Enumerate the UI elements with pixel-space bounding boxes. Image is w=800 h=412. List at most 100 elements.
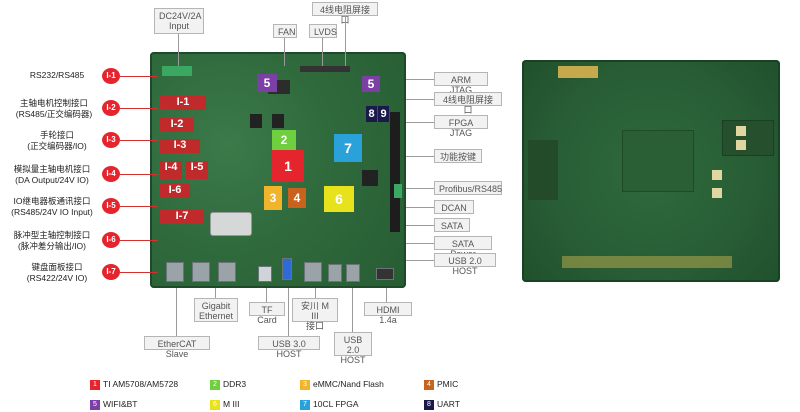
legend-swatch: 1 [90,379,100,390]
usb3-port [282,258,292,280]
callout-tf-card: TF Card [249,302,285,325]
left-label-i7: 键盘面板接口 (RS422/24V IO) [26,262,88,283]
leader-line [406,243,434,244]
callout-usb2-host-right: USB 2.0 HOST [434,253,496,276]
chip-soc: 1 [272,150,304,182]
power-terminal [162,66,192,76]
chip-emmc: 3 [264,186,282,210]
callout-usb3-host: USB 3.0 HOST [258,336,320,359]
back-pins [562,256,732,268]
back-copper [622,130,694,192]
leader-line [176,288,177,336]
legend-label: DDR3 [223,379,247,389]
leader-line [120,76,158,77]
leader-line [120,108,158,109]
profibus-terminal [394,184,402,198]
callout-arm-jtag: ARM JTAG [434,72,488,95]
callout-m3-port: 安川 M III 接口 [292,298,338,331]
chip-wifi-bt-2: 5 [362,76,380,92]
legend-swatch: 5 [90,399,100,410]
callout-sata: SATA [434,218,470,232]
leader-line [406,188,434,189]
m3-ethernet-port [304,262,322,282]
ic-small [250,114,262,128]
legend-label: eMMC/Nand Flash [313,379,384,389]
callout-dcan: DCAN [434,200,474,214]
leader-line [178,34,179,66]
legend-swatch: 3 [300,379,310,390]
legend-label: 10CL FPGA [313,399,359,409]
leader-line [352,288,353,332]
ethernet-port [218,262,236,282]
legend-label: PMIC [437,379,459,389]
leader-line [386,288,387,302]
left-label-i3: 手轮接口 (正交编码器/IO) [27,130,87,151]
leader-line [120,272,158,273]
leader-line [284,38,285,66]
callout-gigabit: Gigabit Ethernet [194,298,238,322]
hdmi-port [376,268,394,280]
back-pad [736,140,746,150]
chip-wifi-bt: 5 [257,74,277,92]
callout-dc-input: DC24V/2A Input [154,8,204,34]
badge-i4: I-4 [102,166,120,182]
tf-port [258,266,272,282]
connector-i3: I-3 [160,139,200,153]
badge-i5: I-5 [102,198,120,214]
usb2-port [346,264,360,282]
leader-line [406,79,434,80]
callout-hdmi: HDMI 1.4a [364,302,412,325]
chip-uart-9: 9 [378,106,389,122]
chip-ddr3: 2 [272,130,296,150]
back-copper [528,140,558,200]
badge-i7: I-7 [102,264,120,280]
board-back-image [522,60,780,282]
connector-i2: I-2 [160,118,194,132]
badge-i6: I-6 [102,232,120,248]
ic-small [272,114,284,128]
chip-pmic: 4 [288,188,306,208]
badge-i1: I-1 [102,68,120,84]
callout-func-key: 功能按键 [434,149,482,163]
leader-line [120,240,158,241]
usb2-port [328,264,342,282]
back-pad [736,126,746,136]
legend-swatch: 8 [424,399,434,410]
back-copper [722,120,774,156]
ethernet-port [166,262,184,282]
leader-line [406,99,434,100]
legend-label: UART [437,399,460,409]
connector-i4: I-4 [160,161,182,179]
legend-swatch: 4 [424,379,434,390]
left-label-i2: 主轴电机控制接口 (RS485/正交编码器) [15,98,93,119]
leader-line [406,156,434,157]
leader-line [406,225,434,226]
back-pad [712,170,722,180]
callout-ethercat: EtherCAT Slave [144,336,210,359]
chip-uart-8: 8 [366,106,377,122]
lvds-connector [300,66,350,72]
leader-line [215,288,216,298]
leader-line [406,260,434,261]
legend-label: WIFI&BT [103,399,138,409]
callout-fan: FAN [273,24,297,38]
left-label-i1: RS232/RS485 [29,70,85,80]
ethernet-port [192,262,210,282]
left-label-i4: 模拟量主轴电机接口 (DA Output/24V IO) [13,164,91,185]
chip-m3: 6 [324,186,354,212]
legend-swatch: 7 [300,399,310,410]
leader-line [315,288,316,298]
callout-touch-right: 4线电阻屏接口 [434,92,502,115]
connector-i7: I-7 [160,210,204,224]
legend-swatch: 6 [210,399,220,410]
left-label-i6: 脉冲型主轴控制接口 (脉冲差分输出/IO) [13,230,91,251]
connector-i6: I-6 [160,184,190,198]
